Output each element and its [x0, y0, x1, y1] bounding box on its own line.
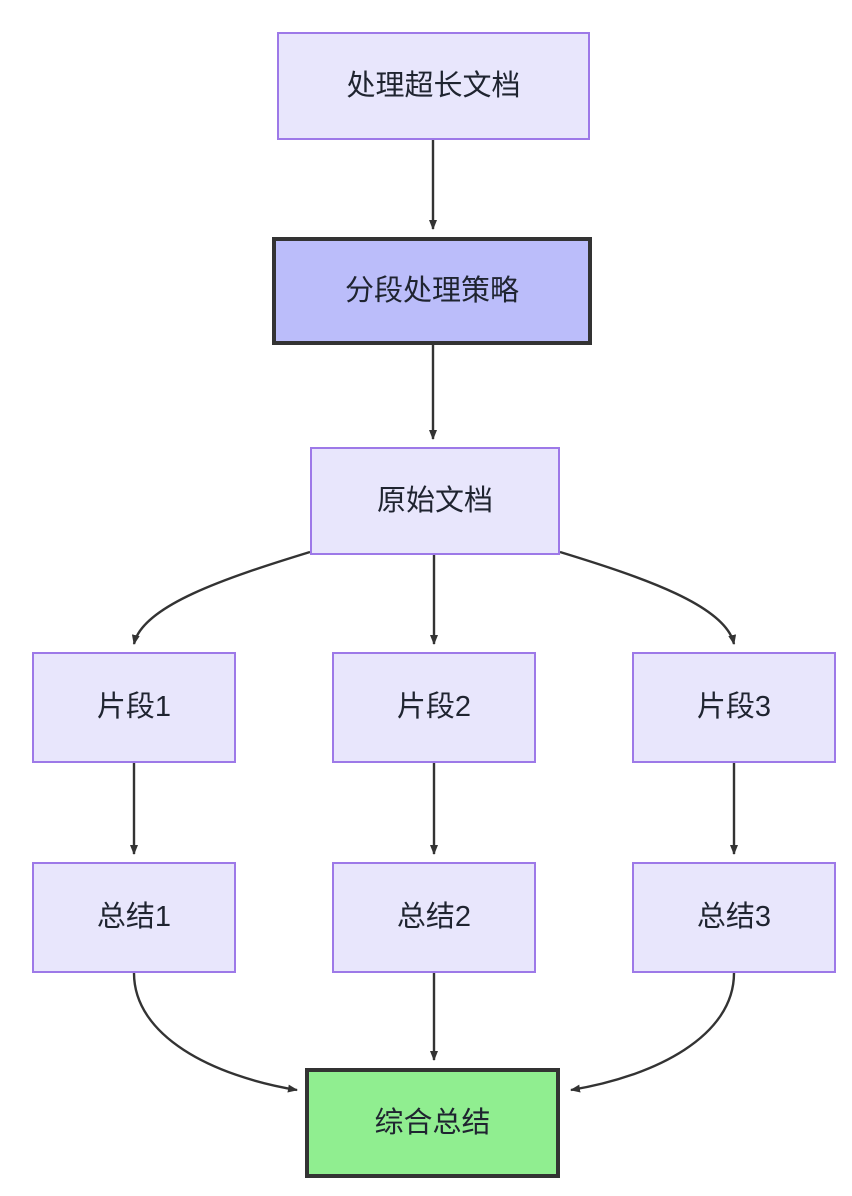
node-summary-3[interactable]: 总结3: [632, 862, 836, 973]
node-final-summary[interactable]: 综合总结: [305, 1068, 560, 1178]
edge-summary-1-final-summary: [132, 972, 298, 1093]
node-fragment-2[interactable]: 片段2: [332, 652, 536, 763]
edge-summary-3-final-summary: [570, 972, 736, 1093]
node-fragment-3[interactable]: 片段3: [632, 652, 836, 763]
edge-source-document-fragment-1: [131, 550, 311, 645]
node-label: 综合总结: [374, 1106, 491, 1139]
node-long-document[interactable]: 处理超长文档: [277, 32, 590, 140]
node-label: 总结2: [396, 901, 472, 934]
node-chunking-strategy[interactable]: 分段处理策略: [272, 237, 592, 345]
node-label: 总结1: [96, 901, 172, 934]
node-label: 片段3: [696, 691, 772, 724]
node-label: 片段2: [396, 691, 472, 724]
node-summary-2[interactable]: 总结2: [332, 862, 536, 973]
node-label: 分段处理策略: [344, 274, 519, 307]
node-label: 处理超长文档: [346, 69, 521, 102]
node-label: 原始文档: [376, 484, 493, 517]
node-source-document[interactable]: 原始文档: [310, 447, 560, 555]
edge-source-document-fragment-3: [559, 550, 737, 645]
node-label: 片段1: [96, 691, 172, 724]
node-fragment-1[interactable]: 片段1: [32, 652, 236, 763]
node-label: 总结3: [696, 901, 772, 934]
node-summary-1[interactable]: 总结1: [32, 862, 236, 973]
